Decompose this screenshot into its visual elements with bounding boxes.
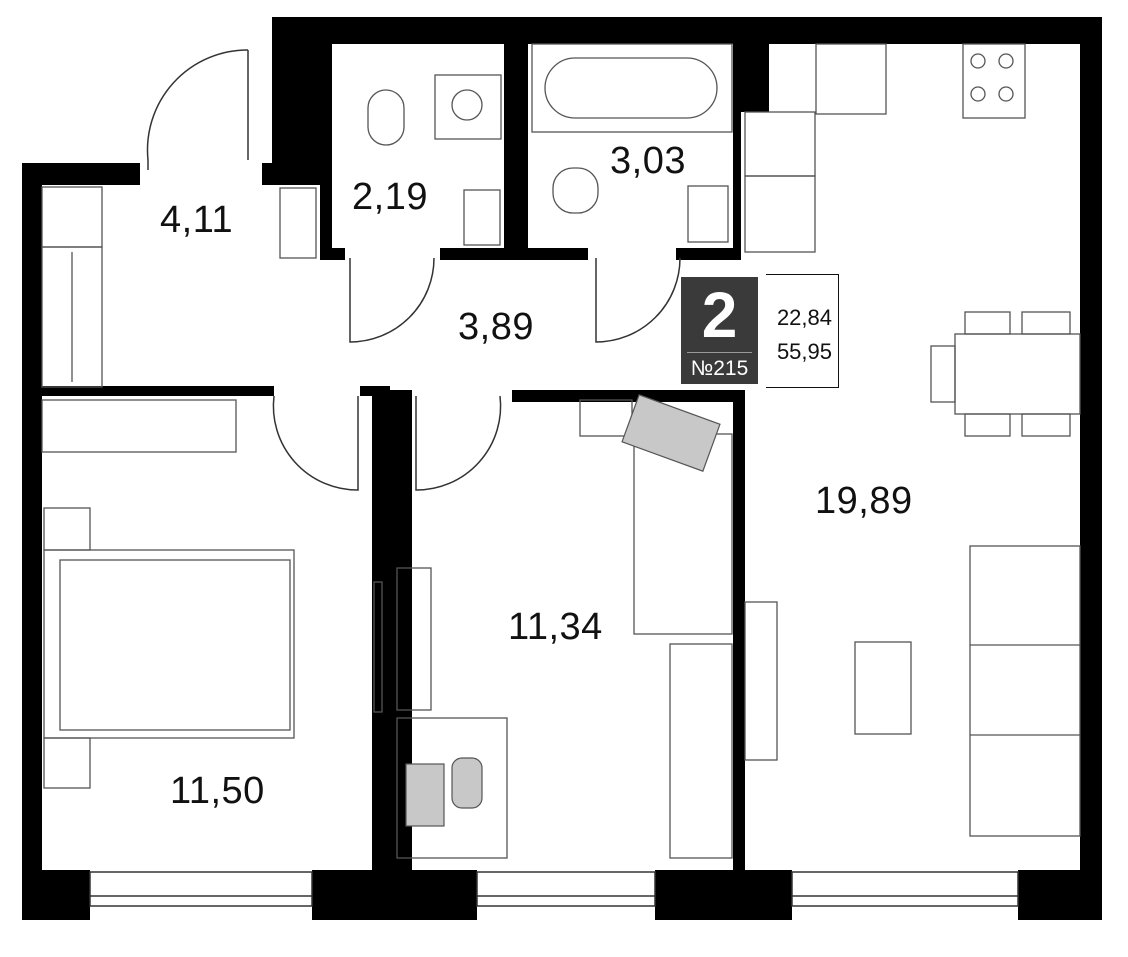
room-area-bathroom: 3,03 [610, 140, 686, 182]
doors [146, 49, 681, 491]
living-area: 22,84 [776, 305, 832, 330]
room-area-corridor: 3,89 [458, 306, 534, 348]
room-area-bedroom-left: 11,50 [170, 770, 265, 812]
walls [22, 17, 1102, 920]
rooms-count: 2 [701, 279, 738, 351]
furniture [41, 43, 1081, 859]
windows [89, 871, 1019, 907]
apartment-number: №215 [690, 357, 749, 380]
furniture-fill [405, 394, 721, 827]
room-area-hall: 4,11 [160, 199, 234, 241]
room-area-bedroom-middle: 11,34 [508, 606, 603, 648]
area-summary: 22,84 55,95 [766, 274, 839, 388]
badge-divider [687, 352, 752, 353]
apartment-badge: 2 №215 [681, 277, 758, 384]
total-area: 55,95 [776, 339, 832, 364]
room-area-wc: 2,19 [352, 176, 428, 218]
room-area-kitchen-living: 19,89 [815, 480, 913, 522]
